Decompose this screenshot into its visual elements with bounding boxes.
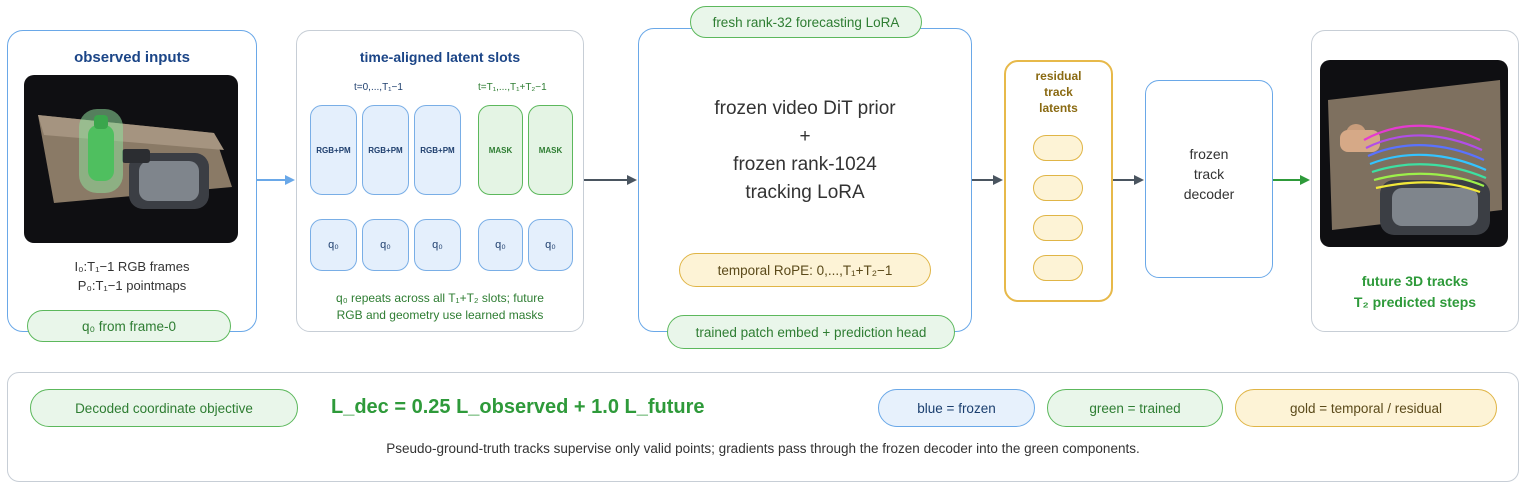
pointmaps-label: P₀:T₁−1 pointmaps	[77, 278, 187, 293]
decoder-label-line1: frozen	[1189, 146, 1229, 162]
legend-gold-temporal: gold = temporal / residual	[1235, 389, 1497, 427]
dit-prior-label: frozen video DiT prior	[714, 98, 896, 119]
future-tracks-illustration	[1328, 80, 1502, 235]
track-decoder-panel	[1145, 80, 1273, 278]
legend-green-trained: green = trained	[1047, 389, 1223, 427]
objective-pill: Decoded coordinate objective	[30, 389, 298, 427]
loss-equation: L_dec = 0.25 L_observed + 1.0 L_future	[331, 396, 705, 418]
tracking-lora-label-line1: frozen rank-1024	[733, 154, 877, 175]
rgbpm-slot: RGB+PM	[362, 105, 409, 195]
residual-title-line3: latents	[1039, 101, 1078, 115]
temporal-rope-pill: temporal RoPE: 0,...,T₁+T₂−1	[679, 253, 931, 287]
slots-caption-line2: RGB and geometry use learned masks	[336, 308, 544, 322]
residual-title-line2: track	[1044, 85, 1073, 99]
residual-latent-pill	[1033, 215, 1083, 241]
legend-blue-frozen: blue = frozen	[878, 389, 1035, 427]
q0-slot: q₀	[310, 219, 357, 271]
future-range-label: t=T₁,...,T₁+T₂−1	[478, 82, 547, 93]
latent-slots-title: time-aligned latent slots	[359, 49, 521, 65]
residual-latent-pill	[1033, 135, 1083, 161]
decoder-label-line3: decoder	[1183, 186, 1235, 202]
forecasting-lora-pill: fresh rank-32 forecasting LoRA	[690, 6, 922, 38]
slots-caption-line1: q₀ repeats across all T₁+T₂ slots; futur…	[336, 291, 544, 305]
observed-range-label: t=0,...,T₁−1	[354, 82, 403, 93]
observed-inputs-title: observed inputs	[74, 49, 190, 66]
q0-slot: q₀	[528, 219, 573, 271]
future-tracks-image	[1320, 60, 1508, 247]
observed-frame-image	[24, 75, 238, 243]
decoder-label-line2: track	[1193, 166, 1225, 182]
rgbpm-slot: RGB+PM	[414, 105, 461, 195]
q0-slot: q₀	[362, 219, 409, 271]
future-tracks-title-line2: T₂ predicted steps	[1353, 294, 1477, 310]
mask-slot: MASK	[528, 105, 573, 195]
residual-latent-pill	[1033, 255, 1083, 281]
rgbpm-slot: RGB+PM	[310, 105, 357, 195]
mask-slot: MASK	[478, 105, 523, 195]
q0-from-frame0-pill: q₀ from frame-0	[27, 310, 231, 342]
residual-title-line1: residual	[1035, 69, 1082, 83]
observed-scene-illustration	[38, 109, 232, 209]
dit-plus-label: +	[799, 126, 811, 147]
future-tracks-title-line1: future 3D tracks	[1361, 273, 1469, 289]
q0-slot: q₀	[478, 219, 523, 271]
objective-caption: Pseudo-ground-truth tracks supervise onl…	[386, 441, 1140, 456]
tracking-lora-label-line2: tracking LoRA	[745, 182, 865, 203]
patch-embed-head-pill: trained patch embed + prediction head	[667, 315, 955, 349]
q0-slot: q₀	[414, 219, 461, 271]
rgb-frames-label: I₀:T₁−1 RGB frames	[74, 259, 190, 274]
residual-latent-pill	[1033, 175, 1083, 201]
